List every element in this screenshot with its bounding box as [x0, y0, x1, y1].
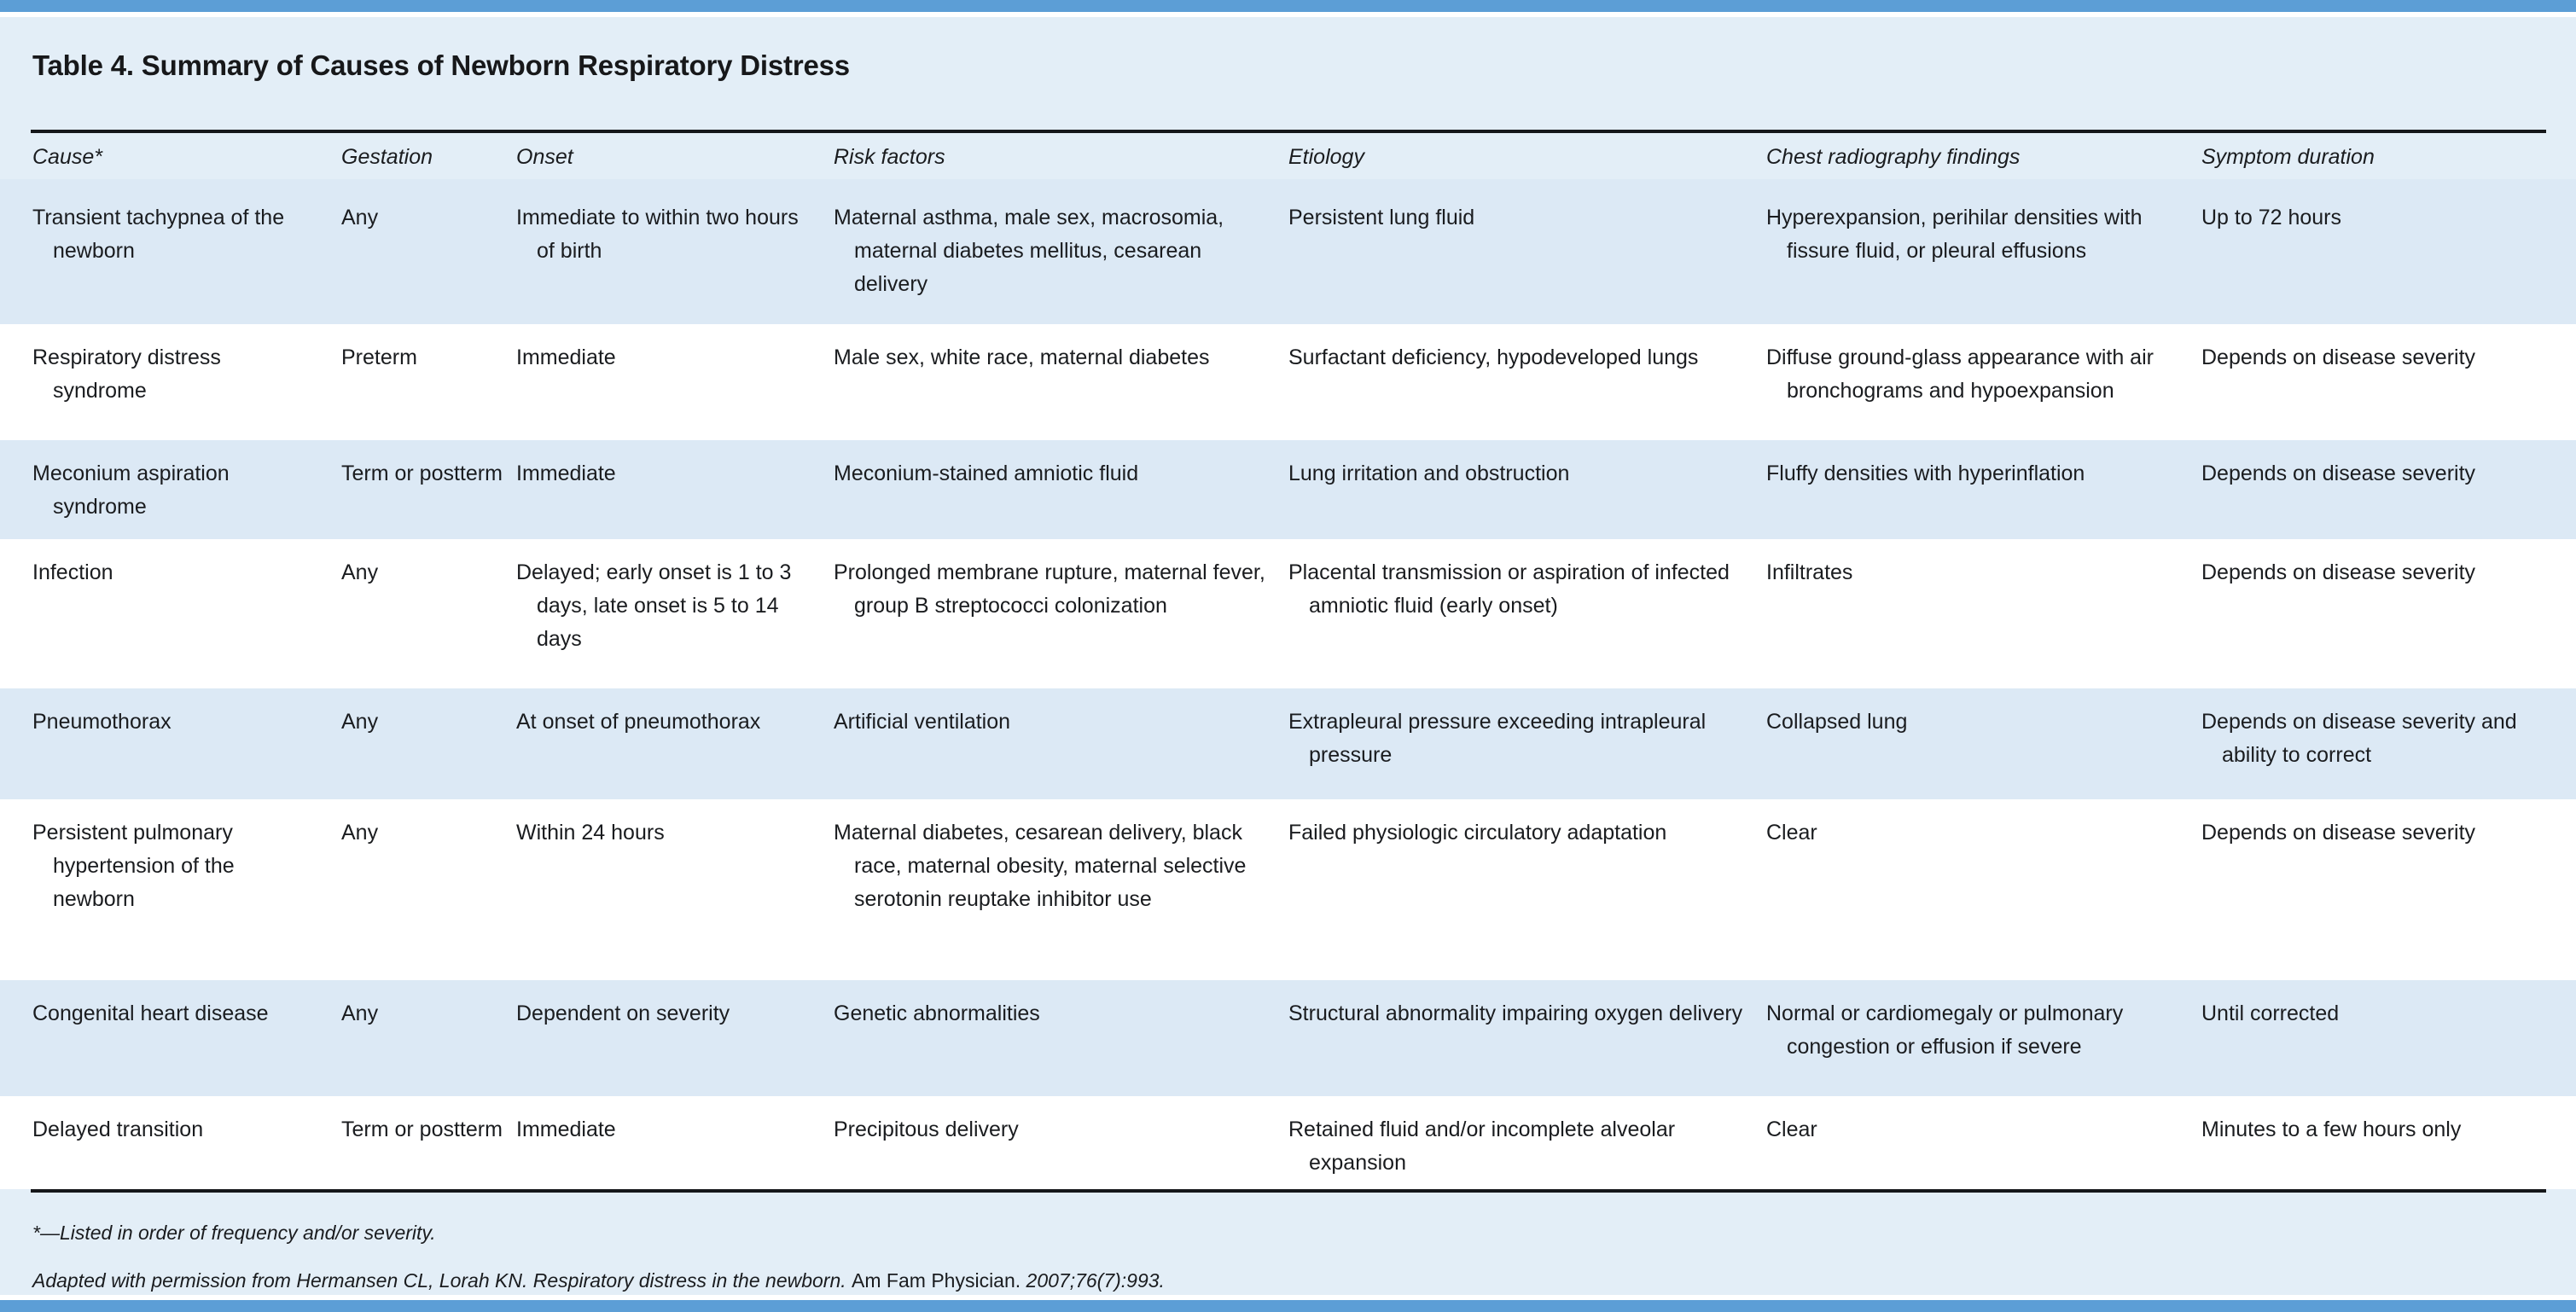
footnote-source-journal: Am Fam Physician. — [852, 1269, 1021, 1292]
column-header-cause: Cause* — [32, 145, 102, 169]
table-header-row: Cause* Gestation Onset Risk factors Etio… — [0, 145, 2576, 188]
table-row: Persistent pulmonary hypertension of the… — [0, 799, 2576, 980]
cell-symptom-duration: Up to 72 hours — [2201, 206, 2341, 229]
cell-gestation: Term or postterm — [341, 1118, 503, 1141]
footnote-asterisk: *—Listed in order of frequency and/or se… — [32, 1222, 436, 1244]
cell-gestation: Any — [341, 710, 379, 734]
cell-etiology: Extrapleural pressure exceeding intraple… — [1288, 710, 1707, 767]
cell-etiology: Placental transmission or aspiration of … — [1288, 560, 1730, 618]
table-row: Meconium aspiration syndrome Term or pos… — [0, 440, 2576, 539]
top-accent-bar — [0, 0, 2576, 12]
cell-symptom-duration: Depends on disease severity — [2201, 560, 2476, 584]
column-header-symptom-duration: Symptom duration — [2201, 145, 2375, 169]
cell-onset: Within 24 hours — [516, 821, 665, 845]
cell-onset: Delayed; early onset is 1 to 3 days, lat… — [516, 560, 792, 651]
cell-gestation: Any — [341, 206, 379, 229]
cell-chest-radiography: Normal or cardiomegaly or pulmonary cong… — [1766, 1001, 2124, 1059]
cell-risk-factors: Artificial ventilation — [834, 710, 1011, 734]
cell-symptom-duration: Depends on disease severity and ability … — [2201, 710, 2517, 767]
cell-risk-factors: Maternal asthma, male sex, macrosomia, m… — [834, 206, 1224, 296]
cell-cause: Respiratory distress syndrome — [32, 345, 221, 403]
table-row: Transient tachypnea of the newborn Any I… — [0, 179, 2576, 324]
cell-onset: Dependent on severity — [516, 1001, 730, 1025]
cell-gestation: Any — [341, 1001, 379, 1025]
cell-etiology: Persistent lung fluid — [1288, 206, 1475, 229]
column-header-chest-radiography: Chest radiography findings — [1766, 145, 2021, 169]
cell-chest-radiography: Hyperexpansion, perihilar densities with… — [1766, 206, 2143, 263]
cell-chest-radiography: Clear — [1766, 821, 1817, 845]
cell-cause: Persistent pulmonary hypertension of the… — [32, 821, 235, 911]
cell-chest-radiography: Collapsed lung — [1766, 710, 1908, 734]
cell-symptom-duration: Until corrected — [2201, 1001, 2340, 1025]
cell-onset: Immediate — [516, 1118, 616, 1141]
table-title: Table 4. Summary of Causes of Newborn Re… — [32, 49, 850, 81]
cell-onset: Immediate — [516, 345, 616, 369]
column-header-onset: Onset — [516, 145, 573, 169]
cell-risk-factors: Prolonged membrane rupture, maternal fev… — [834, 560, 1265, 618]
cell-gestation: Term or postterm — [341, 462, 503, 485]
cell-onset: Immediate — [516, 462, 616, 485]
cell-cause: Congenital heart disease — [32, 1001, 269, 1025]
cell-gestation: Any — [341, 560, 379, 584]
cell-gestation: Any — [341, 821, 379, 845]
bottom-accent-bar — [0, 1300, 2576, 1312]
cell-symptom-duration: Depends on disease severity — [2201, 345, 2476, 369]
footnote-source-citation: 2007;76(7):993. — [1026, 1269, 1165, 1292]
cell-etiology: Retained fluid and/or incomplete alveola… — [1288, 1118, 1676, 1175]
footnote-source: Adapted with permission from Hermansen C… — [32, 1269, 1165, 1292]
cell-risk-factors: Maternal diabetes, cesarean delivery, bl… — [834, 821, 1247, 911]
cell-gestation: Preterm — [341, 345, 417, 369]
cell-etiology: Lung irritation and obstruction — [1288, 462, 1570, 485]
cell-cause: Infection — [32, 560, 113, 584]
cell-onset: Immediate to within two hours of birth — [516, 206, 799, 263]
cell-symptom-duration: Depends on disease severity — [2201, 821, 2476, 845]
cell-symptom-duration: Minutes to a few hours only — [2201, 1118, 2462, 1141]
table-panel: Table 4. Summary of Causes of Newborn Re… — [0, 17, 2576, 1295]
cell-chest-radiography: Fluffy densities with hyperinflation — [1766, 462, 2085, 485]
table-row: Congenital heart disease Any Dependent o… — [0, 980, 2576, 1096]
cell-risk-factors: Genetic abnormalities — [834, 1001, 1040, 1025]
cell-cause: Pneumothorax — [32, 710, 172, 734]
cell-chest-radiography: Infiltrates — [1766, 560, 1853, 584]
cell-risk-factors: Male sex, white race, maternal diabetes — [834, 345, 1210, 369]
column-header-etiology: Etiology — [1288, 145, 1364, 169]
cell-chest-radiography: Clear — [1766, 1118, 1817, 1141]
footnote-source-lead: Adapted with permission from Hermansen C… — [32, 1269, 846, 1292]
header-top-rule — [31, 130, 2546, 133]
cell-cause: Delayed transition — [32, 1118, 204, 1141]
cell-cause: Transient tachypnea of the newborn — [32, 206, 285, 263]
cell-etiology: Structural abnormality impairing oxygen … — [1288, 1001, 1743, 1025]
column-header-risk-factors: Risk factors — [834, 145, 945, 169]
cell-onset: At onset of pneumothorax — [516, 710, 761, 734]
table-row: Pneumothorax Any At onset of pneumothora… — [0, 688, 2576, 799]
cell-chest-radiography: Diffuse ground-glass appearance with air… — [1766, 345, 2154, 403]
cell-risk-factors: Meconium-stained amniotic fluid — [834, 462, 1139, 485]
table-row: Respiratory distress syndrome Preterm Im… — [0, 324, 2576, 440]
footer-top-rule — [31, 1189, 2546, 1193]
cell-risk-factors: Precipitous delivery — [834, 1118, 1019, 1141]
table-row: Infection Any Delayed; early onset is 1 … — [0, 539, 2576, 688]
cell-etiology: Surfactant deficiency, hypodeveloped lun… — [1288, 345, 1699, 369]
cell-symptom-duration: Depends on disease severity — [2201, 462, 2476, 485]
table-row: Delayed transition Term or postterm Imme… — [0, 1096, 2576, 1189]
cell-cause: Meconium aspiration syndrome — [32, 462, 230, 519]
column-header-gestation: Gestation — [341, 145, 433, 169]
cell-etiology: Failed physiologic circulatory adaptatio… — [1288, 821, 1667, 845]
